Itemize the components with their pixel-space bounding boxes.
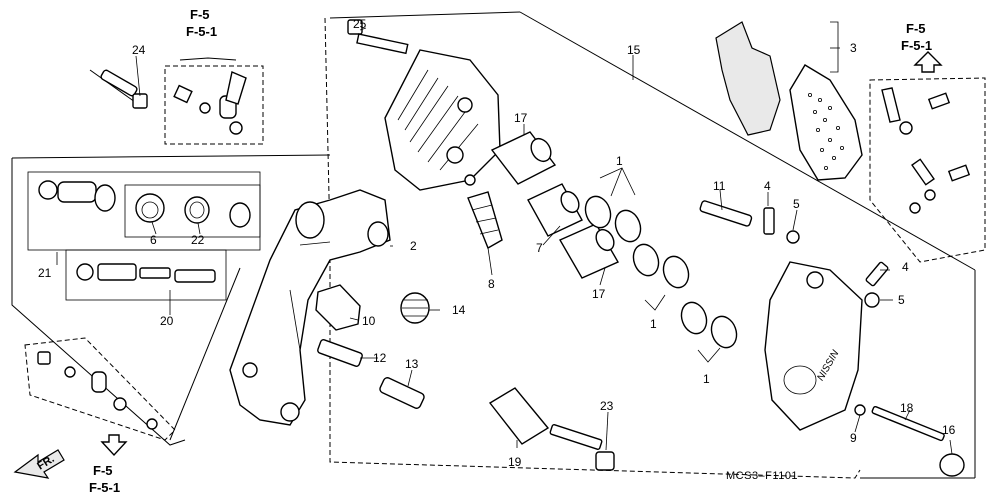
callout-11: 11 [713,179,726,193]
part-12-pin [317,339,363,367]
callout-9: 9 [850,431,857,445]
part-23-bolt [549,424,615,471]
caliper-body-left-half [384,49,501,191]
banjo-fitting-right [881,87,971,214]
part-18-pin [871,405,945,442]
callout-25: 25 [353,17,367,31]
callout-1-middle: 1 [650,317,657,331]
callout-1-upper: 1 [616,154,623,168]
callout-17-upper: 17 [514,111,528,125]
ref-top-left-line1: F-5 [190,7,210,22]
callout-6: 6 [150,233,157,247]
callout-23: 23 [600,399,614,413]
part-14-boot [400,292,430,324]
callout-12: 12 [373,351,387,365]
banjo-fitting-top-left [173,71,247,135]
part-1-seals [584,195,738,349]
part-11-pin [699,200,753,227]
callout-15: 15 [627,43,641,57]
part-16-plug [939,453,965,477]
ref-top-right-line2: F-5-1 [901,38,932,53]
part-4-bleeder-lower [865,261,889,287]
callout-17-lower: 17 [592,287,606,301]
callout-8: 8 [488,277,495,291]
up-arrow-icon [913,51,943,73]
callout-1-lower: 1 [703,372,710,386]
part-24-bolt [89,69,148,109]
callout-22: 22 [191,233,205,247]
inset-box-top-left [164,65,264,145]
ref-top-right-line1: F-5 [906,21,926,36]
part-4-bleeder-upper [763,207,775,235]
callout-16: 16 [942,423,956,437]
ref-bottom-left-line1: F-5 [93,463,113,478]
callout-3: 3 [850,41,857,55]
part-6-cup [135,193,165,223]
ref-top-left-line2: F-5-1 [186,24,217,39]
callout-14: 14 [452,303,466,317]
part-17-sleeve-upper [490,131,557,185]
ref-bottom-left-line2: F-5-1 [89,480,120,495]
part-5-cap-upper [786,230,800,244]
part-19-sleeve [488,387,550,445]
part-13-pin [379,377,425,409]
part-8-spring-plate [467,191,503,250]
down-arrow-icon [100,434,128,457]
part-17-sleeve-lower [559,223,619,279]
part-7-sleeve [527,183,583,237]
callout-13: 13 [405,357,419,371]
callout-2: 2 [410,239,417,253]
callout-24: 24 [132,43,146,57]
part-9-washer [854,404,866,416]
inset-box-right [869,77,986,263]
callout-4-upper: 4 [764,179,771,193]
diagram-code: MCS3–F1101 [726,470,798,482]
part-5-cap-lower [864,292,880,308]
callout-19: 19 [508,455,522,469]
left-subassembly-outline [11,154,331,446]
part-3-brake-pads [715,21,863,181]
callout-20: 20 [160,314,174,328]
inset-box-bottom-left [24,337,176,441]
top-left-ref-bracket [179,57,237,61]
boot-seal [229,202,251,228]
part-21-piston-assembly [38,180,116,212]
part-22-seal [184,196,210,224]
part-20-pin-set [76,263,216,283]
callout-5-lower: 5 [898,293,905,307]
callout-5-upper: 5 [793,197,800,211]
callout-18: 18 [900,401,914,415]
part-2-bracket [229,189,391,426]
caliper-body-right-half [764,261,863,431]
front-direction-arrow-icon [13,449,65,479]
part-25-bolt [347,19,409,55]
callout-4-lower: 4 [902,260,909,274]
banjo-fitting-bottom-left [37,351,158,430]
callout-21: 21 [38,266,52,280]
leader-lines [56,21,953,455]
callout-10: 10 [362,314,376,328]
part-10-retainer [315,284,361,331]
assembly-outline [324,11,976,479]
callout-7: 7 [536,241,543,255]
